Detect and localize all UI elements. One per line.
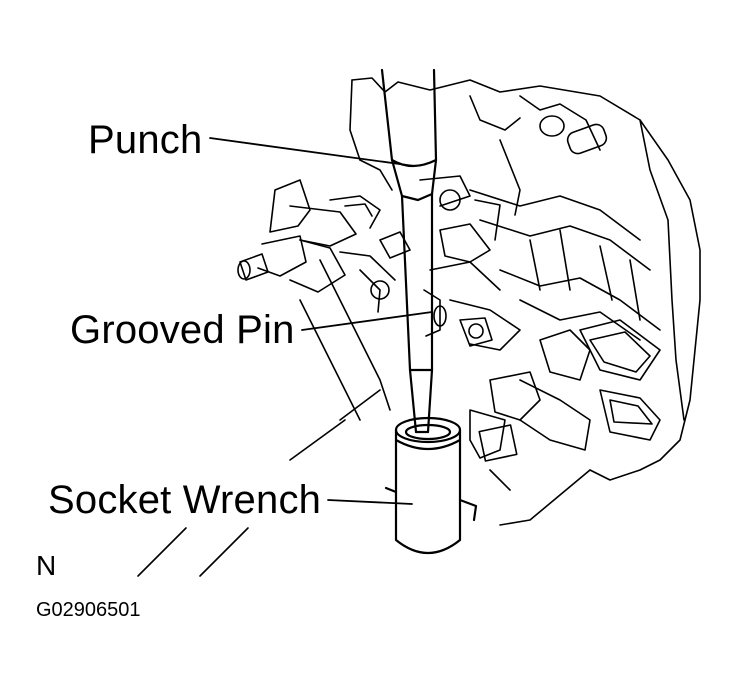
socket-wrench-leader (328, 500, 412, 504)
punch-leader (210, 138, 414, 166)
label-punch: Punch (88, 118, 203, 162)
shaft-lines (138, 390, 380, 576)
label-socket-wrench: Socket Wrench (48, 478, 322, 522)
label-grooved-pin: Grooved Pin (70, 308, 295, 352)
label-direction: N (36, 550, 57, 581)
socket-wrench (386, 418, 476, 553)
grooved-pin (424, 290, 446, 336)
leader-lines (210, 138, 432, 504)
housing-ribs (300, 116, 660, 490)
grooved-pin-leader (302, 312, 432, 330)
figure-code: G02906501 (36, 599, 141, 621)
lever-bracket (238, 180, 395, 292)
housing-outline (350, 78, 700, 525)
